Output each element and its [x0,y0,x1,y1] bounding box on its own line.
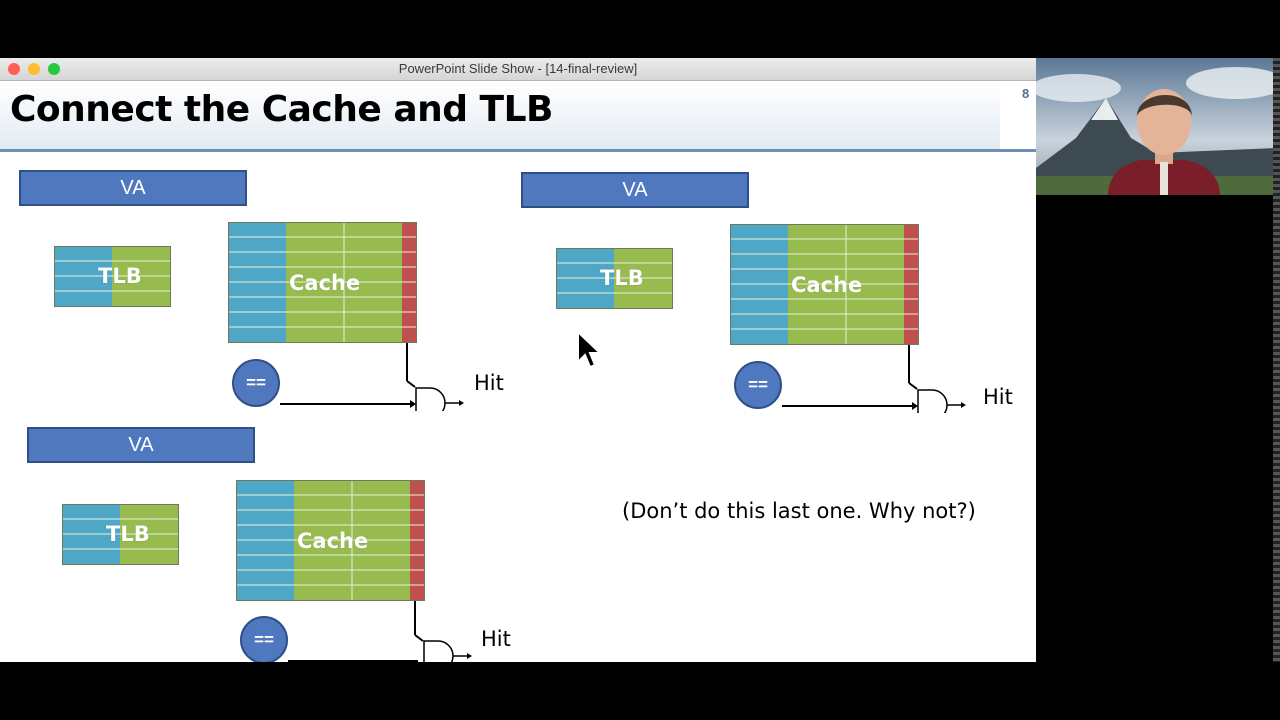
header-divider [0,149,1036,152]
wiring-3 [288,601,472,662]
va-bar-3: VA [27,427,255,463]
hit-label-1: Hit [474,371,504,395]
webcam-feed [1036,58,1276,195]
zoom-window-button[interactable] [48,63,60,75]
va-bar-2: VA [521,172,749,208]
compare-circle-1: == [232,359,280,407]
slideshow-window: PowerPoint Slide Show - [14-final-review… [0,58,1036,662]
tlb-label-3: TLB [106,522,150,546]
tlb-label-2: TLB [600,266,644,290]
compare-circle-3: == [240,616,288,662]
slide-note: (Don’t do this last one. Why not?) [622,499,976,523]
tlb-grid-3 [62,504,179,565]
presenter-video-icon [1036,58,1276,195]
tlb-block-2: TLB [556,248,673,309]
slide-page-number: 8 [1022,86,1030,101]
cache-label-1: Cache [289,271,361,295]
cache-block-2: Cache [730,224,919,345]
slide[interactable]: 8 Connect the Cache and TLB VA TLB [0,81,1036,662]
wiring-2 [782,345,966,413]
minimize-window-button[interactable] [28,63,40,75]
tlb-label-1: TLB [98,264,142,288]
cache-grid-3 [236,480,425,601]
tlb-block-1: TLB [54,246,171,307]
close-window-button[interactable] [8,63,20,75]
screen-edge-artifact [1273,58,1280,662]
tlb-block-3: TLB [62,504,179,565]
cache-label-3: Cache [297,529,369,553]
compare-circle-2: == [734,361,782,409]
slide-header-band [0,81,1000,149]
cache-grid-2 [730,224,919,345]
cache-grid-1 [228,222,417,343]
cache-label-2: Cache [791,273,863,297]
page-number-box [1000,81,1036,149]
tlb-grid-2 [556,248,673,309]
window-title: PowerPoint Slide Show - [14-final-review… [398,61,638,76]
title-bar: PowerPoint Slide Show - [14-final-review… [0,58,1036,81]
cache-block-1: Cache [228,222,417,343]
wiring-1 [280,343,464,411]
hit-label-3: Hit [481,627,511,651]
hit-label-2: Hit [983,385,1013,409]
cache-block-3: Cache [236,480,425,601]
va-bar-1: VA [19,170,247,206]
slide-title: Connect the Cache and TLB [10,89,554,130]
mouse-cursor-icon [577,330,602,369]
tlb-grid-1 [54,246,171,307]
